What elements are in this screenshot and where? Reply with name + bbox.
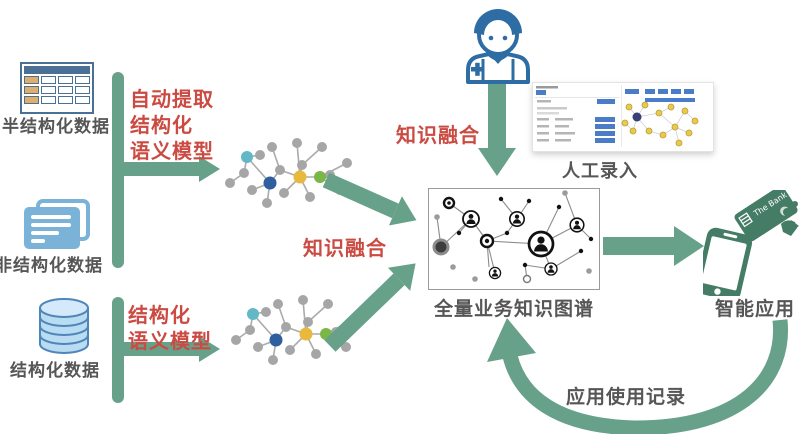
smart-app-label: 智能应用 [714,298,795,320]
extract-arrow-shaft [118,162,200,176]
table-icon-header [24,66,90,74]
semi-structured-data-label: 半结构化数据 [2,117,110,137]
semantic-network-top [225,138,352,208]
entry-form-screenshot [532,82,714,152]
auto-extract-model-note: 自动提取 结构化 语义模型 [130,87,214,163]
phone-and-bank-card-icon: The Bank [703,190,799,296]
structured-arrow-shaft [118,342,200,356]
table-icon-grid [24,76,90,104]
feedback-curve-arrow [487,318,789,434]
structured-arrow-head [199,336,220,362]
knowledge-fusion-mid-note: 知识融合 [303,236,387,260]
documents-icon [24,199,90,249]
database-icon [39,298,89,354]
manual-entry-arrow-head [478,148,516,176]
structured-data-label: 结构化数据 [10,361,100,381]
manual-entry-arrow-shaft [488,84,506,148]
table-icon [20,62,94,114]
entry-form-screenshot-content [535,85,699,147]
doctor-icon [466,9,530,84]
unstructured-data-label: 非结构化数据 [0,256,103,276]
structured-model-note: 结构化 语义模型 [128,303,212,353]
app-arrow-shaft [603,237,675,255]
app-arrow-head [674,226,704,266]
contactless-user-glyph [781,201,799,236]
knowledge-graph-label: 全量业务知识图谱 [433,298,594,320]
feedback-label: 应用使用记录 [565,386,686,408]
knowledge-graph-box [428,188,600,290]
knowledge-graph-network [432,190,594,284]
manual-entry-label: 人工录入 [562,161,638,182]
extract-arrow-head [199,156,220,182]
knowledge-fusion-top-note: 知识融合 [396,123,480,147]
